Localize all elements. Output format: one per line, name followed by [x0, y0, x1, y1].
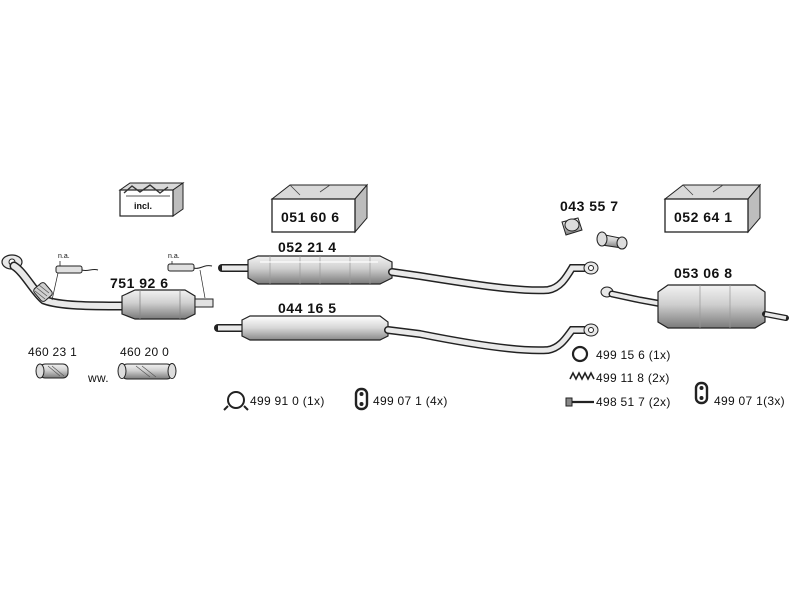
hw-label-hanger-right: 499 07 1(3x): [714, 394, 785, 408]
sealing-ring-icon: [571, 345, 589, 363]
hw-label-ring: 499 15 6 (1x): [596, 348, 671, 362]
middle-silencer-052214: [218, 255, 599, 295]
sensor-note-left: n.a.: [58, 253, 70, 260]
kit-box-052641: [663, 183, 762, 234]
rear-silencer-053068: [600, 284, 789, 329]
spring-icon: [569, 371, 595, 381]
part-label-460200: 460 20 0: [120, 345, 170, 359]
connector-460231: [35, 363, 69, 379]
bolt-icon: [565, 397, 594, 407]
front-pipe-catalyst: [1, 254, 214, 320]
hw-label-spring: 499 11 8 (2x): [596, 371, 670, 385]
clamp-icon: [223, 391, 249, 411]
box-label-052641: 052 64 1: [674, 209, 733, 225]
rubber-hanger-icon-left: [354, 387, 369, 411]
part-label-044165: 044 16 5: [278, 300, 337, 316]
sensor-note-right: n.a.: [168, 253, 180, 260]
incl-box-label: incl.: [134, 201, 153, 211]
part-label-052214: 052 21 4: [278, 239, 337, 255]
rubber-hanger-icon-right: [694, 381, 709, 405]
incl-kit-box: [118, 182, 185, 217]
hw-label-clamp: 499 91 0 (1x): [250, 394, 325, 408]
hw-label-hanger-left: 499 07 1 (4x): [373, 394, 448, 408]
lambda-sensor-right: [167, 261, 213, 299]
lambda-sensor-left: [51, 261, 99, 301]
part-label-751926: 751 92 6: [110, 275, 169, 291]
connector-pipe-043557: [561, 217, 628, 250]
middle-silencer-044165: [214, 315, 599, 355]
ww-label: ww.: [88, 371, 109, 385]
hw-label-bolt: 498 51 7 (2x): [596, 395, 671, 409]
kit-box-051606: [270, 183, 369, 234]
connector-460200: [117, 363, 177, 380]
part-label-043557: 043 55 7: [560, 198, 619, 214]
part-label-053068: 053 06 8: [674, 265, 733, 281]
part-label-460231: 460 23 1: [28, 345, 78, 359]
box-label-051606: 051 60 6: [281, 209, 340, 225]
